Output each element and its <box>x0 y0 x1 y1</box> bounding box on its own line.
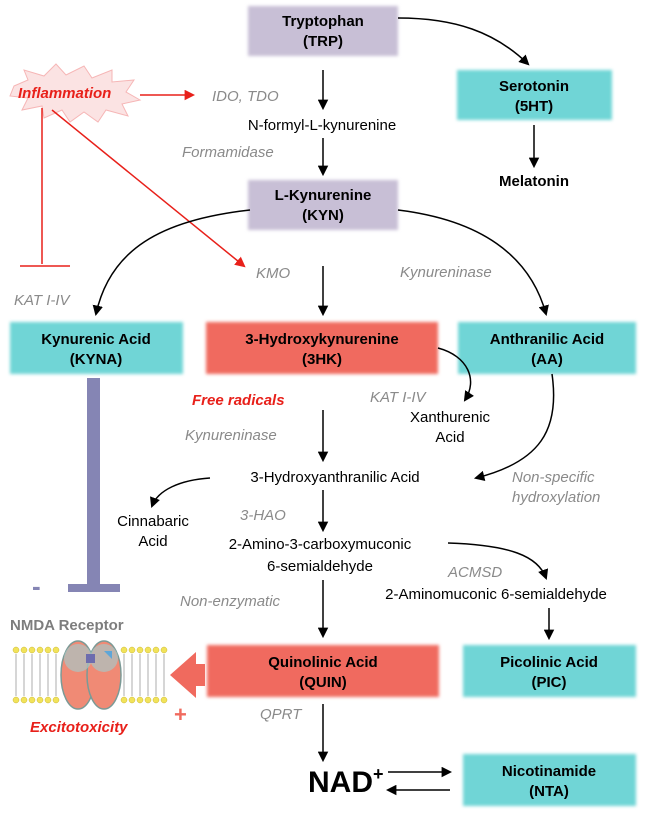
box-anthranilic-acid: Anthranilic Acid (AA) <box>458 322 636 374</box>
cinnabaric-acid-text-1: Cinnabaric <box>117 513 189 530</box>
nmda-receptor-illustration <box>12 640 168 710</box>
anthranilic-acid-label: Anthranilic Acid <box>490 331 604 348</box>
enzyme-3-hao: 3-HAO <box>240 507 286 524</box>
enzyme-acmsd: ACMSD <box>447 564 502 581</box>
picolinic-acid-abbrev: (PIC) <box>532 674 567 691</box>
enzyme-kat-left: KAT I-IV <box>14 292 72 309</box>
free-radicals-label: Free radicals <box>192 392 285 409</box>
quin-to-nmda-arrow <box>170 652 205 698</box>
arrow-3haa-to-cinnabaric <box>150 477 211 508</box>
pathway-arrows <box>92 17 555 796</box>
enzyme-kynureninase-mid: Kynureninase <box>185 427 277 444</box>
enzyme-ido-tdo: IDO, TDO <box>212 88 279 105</box>
nicotinamide-abbrev: (NTA) <box>529 783 569 800</box>
enzyme-non-enzymatic: Non-enzymatic <box>180 593 281 610</box>
n-formyl-kynurenine-text: N-formyl-L-kynurenine <box>248 117 396 134</box>
kynurenine-abbrev: (KYN) <box>302 207 344 224</box>
3-hydroxykynurenine-abbrev: (3HK) <box>302 351 342 368</box>
serotonin-label: Serotonin <box>499 78 569 95</box>
kynurenic-acid-abbrev: (KYNA) <box>70 351 123 368</box>
enzyme-non-specific-1: Non-specific <box>512 469 595 486</box>
box-tryptophan: Tryptophan (TRP) <box>248 6 398 56</box>
box-quinolinic-acid: Quinolinic Acid (QUIN) <box>207 645 439 697</box>
nicotinamide-label: Nicotinamide <box>502 763 596 780</box>
inflammation-label: Inflammation <box>18 85 111 102</box>
acms-text-2: 6-semialdehyde <box>267 558 373 575</box>
arrow-kyn-to-kyna <box>92 209 251 317</box>
nmda-receptor-label: NMDA Receptor <box>10 617 124 634</box>
arrow-kyn-to-aa <box>397 209 549 317</box>
box-serotonin: Serotonin (5HT) <box>457 70 612 120</box>
3-hydroxyanthranilic-acid-text: 3-Hydroxyanthranilic Acid <box>250 469 419 486</box>
box-kynurenine: L-Kynurenine (KYN) <box>248 180 398 230</box>
xanthurenic-acid-text-1: Xanthurenic <box>410 409 491 426</box>
plus-sign: + <box>174 702 187 727</box>
quinolinic-acid-label: Quinolinic Acid <box>268 654 377 671</box>
arrow-3hk-to-xanthurenic <box>437 347 474 402</box>
xanthurenic-acid-text-2: Acid <box>435 429 464 446</box>
nad-text: NAD+ <box>308 764 384 799</box>
arrow-trp-to-serotonin <box>397 17 530 66</box>
box-picolinic-acid: Picolinic Acid (PIC) <box>463 645 636 697</box>
aminomuconic-semialdehyde-text: 2-Aminomuconic 6-semialdehyde <box>385 586 607 603</box>
box-kynurenic-acid: Kynurenic Acid (KYNA) <box>10 322 183 374</box>
anthranilic-acid-abbrev: (AA) <box>531 351 563 368</box>
inflammation-to-kmo-arrow <box>51 109 246 268</box>
minus-sign: - <box>32 571 41 601</box>
enzyme-kynureninase-top: Kynureninase <box>400 264 492 281</box>
tryptophan-abbrev: (TRP) <box>303 33 343 50</box>
arrow-aa-to-3haa <box>473 373 555 482</box>
arrow-acms-to-aminomuconic <box>447 542 549 580</box>
3-hydroxykynurenine-label: 3-Hydroxykynurenine <box>245 331 398 348</box>
melatonin-text: Melatonin <box>499 173 569 190</box>
excitotoxicity-label: Excitotoxicity <box>30 719 128 736</box>
enzyme-kmo: KMO <box>256 265 291 282</box>
kynurenine-label: L-Kynurenine <box>275 187 372 204</box>
tryptophan-label: Tryptophan <box>282 13 364 30</box>
picolinic-acid-label: Picolinic Acid <box>500 654 598 671</box>
cinnabaric-acid-text-2: Acid <box>138 533 167 550</box>
enzyme-qprt: QPRT <box>260 706 303 723</box>
acms-text-1: 2-Amino-3-carboxymuconic <box>229 536 412 553</box>
enzyme-kat-mid: KAT I-IV <box>370 389 428 406</box>
enzyme-formamidase: Formamidase <box>182 144 274 161</box>
enzyme-non-specific-2: hydroxylation <box>512 489 600 506</box>
kynurenic-acid-label: Kynurenic Acid <box>41 331 150 348</box>
kyna-inhibition-symbol <box>68 378 120 592</box>
serotonin-abbrev: (5HT) <box>515 98 553 115</box>
box-nicotinamide: Nicotinamide (NTA) <box>463 754 636 806</box>
quinolinic-acid-abbrev: (QUIN) <box>299 674 347 691</box>
box-3-hydroxykynurenine: 3-Hydroxykynurenine (3HK) <box>206 322 438 374</box>
